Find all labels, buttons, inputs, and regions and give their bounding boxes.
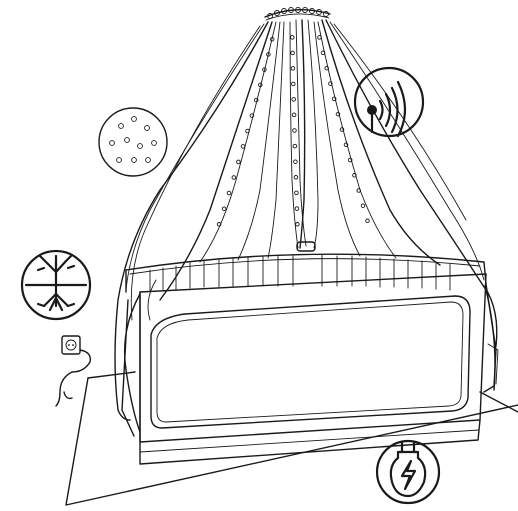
ceiling-particles-icon	[99, 108, 167, 176]
pompom-dot	[295, 191, 299, 195]
pompom-dot	[291, 51, 295, 55]
floor-rug	[66, 372, 518, 505]
pompom-dot	[295, 207, 299, 211]
pompom-dot	[292, 82, 296, 86]
crib-front-panel	[140, 274, 486, 464]
pompom-dot	[361, 204, 365, 208]
wireless-radiation-icon	[355, 68, 423, 136]
electric-field-icon	[377, 441, 439, 503]
pompom-dot	[293, 129, 297, 133]
pompom-dot	[232, 176, 236, 180]
pompom-dot	[241, 145, 245, 149]
pompom-dot	[296, 223, 300, 227]
crib	[122, 242, 498, 464]
pompom-dot	[292, 98, 296, 102]
pompom-dot	[237, 160, 241, 164]
pompom-dot	[291, 67, 295, 71]
pompom-dot	[222, 207, 226, 211]
pompom-dot	[291, 36, 295, 40]
canopy	[115, 8, 497, 433]
pompom-dot	[366, 219, 370, 223]
water-vein-tree-icon	[22, 251, 90, 319]
pompom-dot	[227, 191, 231, 195]
pompom-dot	[293, 144, 297, 148]
pompom-dot	[292, 113, 296, 117]
pompom-dot	[294, 160, 298, 164]
pompom-dot	[294, 176, 298, 180]
